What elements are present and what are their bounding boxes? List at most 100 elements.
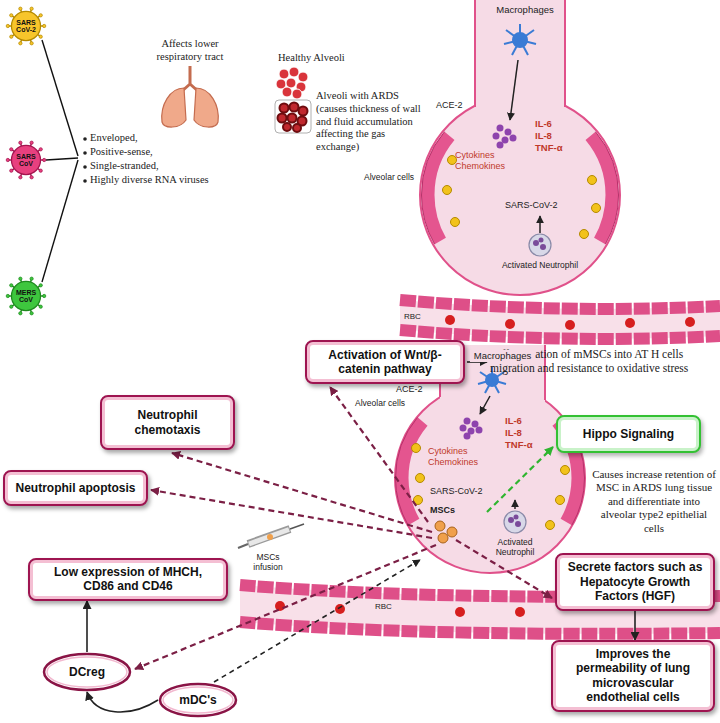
virus-spike — [39, 148, 42, 151]
cell-label: RBC — [375, 602, 395, 612]
virus-spike — [43, 24, 46, 27]
cell-label: Alveolar cells — [364, 172, 424, 182]
capillary-band — [455, 607, 465, 617]
syringe-icon — [248, 529, 290, 544]
ards-alveoli-icon — [278, 114, 287, 123]
cytokine-label: IL-8 — [535, 130, 575, 142]
virus-particle — [412, 444, 570, 530]
ards-alveoli-icon — [290, 103, 299, 112]
neutrophil-icon — [539, 238, 544, 243]
capillary-band — [445, 315, 695, 330]
capillary-band — [400, 300, 720, 309]
ards-alveoli-icon — [299, 107, 308, 116]
virus-particle — [451, 218, 460, 227]
receptor-label: ACE-2 — [436, 100, 466, 111]
capillary-band — [625, 318, 635, 328]
msc-cell — [447, 527, 457, 537]
receptor-label: ACE-2 — [396, 384, 426, 395]
hippo-effect-line — [487, 447, 553, 512]
healthy-alveoli-icon — [276, 67, 308, 99]
cell-label: Activated Neutrophil — [485, 537, 545, 558]
healthy-alveoli-icon — [279, 69, 289, 79]
lungs-icon — [162, 66, 219, 127]
lungs-icon — [194, 88, 218, 127]
virus-spike — [43, 294, 46, 297]
virus-spike — [30, 176, 33, 179]
msc-cell — [435, 521, 457, 543]
process-box: Neutrophil apoptosis — [3, 470, 148, 506]
virus-spike — [30, 141, 33, 144]
virus-outline — [11, 281, 40, 310]
bullet-dot — [83, 165, 87, 169]
virus-spike — [19, 277, 22, 280]
ards-alveoli-icon — [275, 100, 311, 133]
macrophage-icon — [506, 30, 520, 40]
virus-spike — [19, 42, 22, 45]
neutrophil-icon — [533, 240, 539, 246]
virus-spike — [19, 7, 22, 10]
node-text: Activation of Wnt/β-catenin pathway — [316, 348, 454, 377]
capillary-band — [400, 330, 720, 339]
alveolus-illustration — [395, 383, 585, 573]
node-text: SARS CoV-2 — [12, 19, 40, 34]
oval-outline — [44, 654, 130, 690]
mdc-line — [214, 560, 420, 682]
capillary-band — [400, 300, 720, 339]
virus-leader-line — [42, 40, 78, 282]
virus-icon: SARS CoV-2 — [6, 6, 46, 46]
cytokine-cluster — [497, 142, 504, 149]
node-text: MERS CoV — [12, 289, 40, 304]
msc-effect-line — [151, 490, 432, 538]
cytokine-cluster — [476, 427, 483, 434]
bullet-text: Positive-sense, — [90, 146, 230, 159]
migration-arrow — [514, 500, 516, 509]
signal-box: Hippo Signaling — [556, 415, 701, 453]
cell-label: MSCs infusion — [242, 552, 294, 573]
cytokine-cluster — [460, 418, 483, 440]
region-note: Affects lower respiratory tract — [145, 38, 235, 64]
cytokine-cluster — [460, 425, 467, 432]
syringe-icon — [238, 524, 304, 548]
virus-spike — [10, 148, 13, 151]
macrophage-icon — [504, 24, 536, 55]
node-text: Neutrophil apoptosis — [16, 481, 136, 495]
process-box: Secrete factors such as Hepatocyte Growt… — [555, 553, 715, 611]
virus-particle — [546, 521, 555, 530]
cytokine-label: Chemokines — [428, 457, 483, 468]
neutrophil-icon — [529, 234, 551, 256]
syringe-icon — [238, 544, 248, 548]
alveolus-illustration — [474, 0, 476, 107]
connector-arrow — [634, 611, 636, 640]
cytokine-cluster — [505, 129, 512, 136]
virus-spike — [39, 14, 42, 17]
capillary-band — [335, 604, 345, 614]
virus-particle — [580, 230, 589, 239]
alveolus-illustration — [420, 0, 620, 295]
cell-oval: DCreg — [42, 652, 132, 692]
cytokine-label: Cytokines — [428, 446, 483, 457]
alveolus-illustration — [564, 0, 566, 107]
capillary-band — [240, 622, 720, 634]
virus-outline — [11, 11, 40, 40]
migration-arrow — [539, 216, 541, 233]
virus-spike — [30, 7, 33, 10]
oval-outline — [163, 687, 233, 713]
virus-spike — [39, 284, 42, 287]
node-text: Secrete factors such as Hepatocyte Growt… — [566, 560, 704, 603]
process-box: Activation of Wnt/β-catenin pathway — [305, 340, 465, 384]
ards-alveoli-icon — [275, 100, 311, 133]
capillary-band — [400, 300, 720, 339]
cytokine-cluster — [502, 137, 509, 144]
node-text: mDC's — [179, 693, 217, 707]
neutrophil-icon — [515, 521, 521, 527]
capillary-band — [515, 607, 525, 617]
virus-spike — [39, 305, 42, 308]
release-arrow — [480, 396, 490, 414]
virus-spike — [39, 169, 42, 172]
cytokine-cluster — [497, 125, 504, 132]
cytokine-label: Cytokines — [455, 150, 510, 161]
virus-particle — [443, 156, 601, 239]
cell-label: Alveolar cells — [355, 398, 410, 408]
node-text: Low expression of MHCH, CD86 and CD46 — [39, 565, 217, 594]
